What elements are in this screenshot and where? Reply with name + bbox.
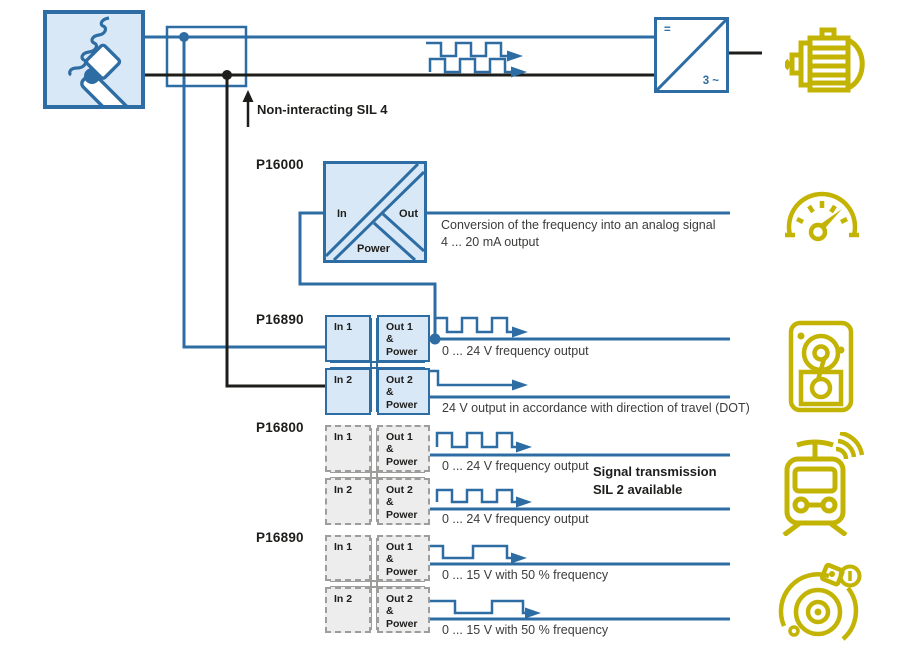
m1-out2-step-wave	[430, 369, 512, 387]
p16000-description: Conversion of the frequency into an anal…	[441, 218, 716, 249]
m3-out1-wave	[430, 544, 511, 560]
m2-out2-wave	[435, 488, 516, 504]
module-bus-vertical	[370, 428, 378, 522]
converter-diagonal	[657, 20, 726, 90]
electric-motor-icon	[785, 27, 865, 93]
cell-in2: In 2	[325, 587, 371, 633]
coiled-cable	[68, 16, 110, 77]
speedometer-icon	[785, 191, 859, 242]
module-bus-vertical	[370, 318, 378, 412]
non-interacting-label: Non-interacting SIL 4	[257, 102, 388, 117]
module-bus-vertical	[370, 538, 378, 630]
cell-out1: Out 1 & Power	[377, 535, 430, 581]
cell-out2: Out 2 & Power	[377, 478, 430, 525]
sil2-note: Signal transmission SIL 2 available	[593, 464, 717, 497]
top-wave-2	[428, 57, 511, 74]
arrow-head	[511, 66, 527, 78]
converter-ac-label: 3 ~	[702, 75, 719, 87]
cell-in1: In 1	[325, 535, 371, 581]
module-p16800-option: In 1 Out 1 & Power In 2 Out 2 & Power	[325, 425, 430, 525]
cell-in2: In 2	[325, 368, 371, 415]
cell-in1: In 1	[325, 315, 371, 362]
module2-out1-text: 0 ... 24 V frequency output	[442, 459, 589, 473]
p16000-module: In Out Power	[323, 161, 427, 263]
up-arrow-head	[242, 90, 254, 102]
m3-out2-wave	[430, 599, 525, 615]
module2-out2-text: 0 ... 24 V frequency output	[442, 512, 589, 526]
module-p16890-active: In 1 Out 1 & Power In 2 Out 2 & Power	[325, 315, 430, 415]
junction-frame	[165, 25, 248, 88]
speed-sensor-icon	[68, 16, 132, 105]
p16000-label: P16000	[256, 157, 304, 172]
module1-out1-text: 0 ... 24 V frequency output	[442, 344, 589, 358]
converter-dc-label: =	[664, 24, 671, 36]
module1-out2-text: 24 V output in accordance with direction…	[442, 401, 750, 415]
arrow-head	[512, 379, 528, 391]
blue-junction-dot	[179, 32, 189, 42]
m2-out1-wave	[435, 431, 516, 449]
p16000-power-label: Power	[357, 243, 391, 255]
blue-signal-wires	[143, 25, 730, 621]
waveform-symbols	[426, 41, 525, 615]
elevator-hoist-icon	[788, 320, 854, 413]
black-drop-to-in2	[225, 75, 325, 388]
p16000-in-label: In	[337, 208, 347, 220]
top-wave-1	[426, 41, 507, 58]
p16000-diagonals	[326, 164, 424, 260]
train-wireless-icon	[782, 432, 865, 536]
arrow-head	[516, 441, 532, 453]
arrow-head	[525, 607, 541, 619]
sensor-head	[84, 43, 122, 80]
p16000-out-label: Out	[399, 208, 418, 220]
arrow-head	[512, 326, 528, 338]
cell-out2: Out 2 & Power	[377, 587, 430, 633]
out1-tap-dot	[429, 333, 441, 345]
cell-in2: In 2	[325, 478, 371, 525]
arrow-head	[511, 552, 527, 564]
cell-out2: Out 2 & Power	[377, 368, 430, 415]
module3-out2-text: 0 ... 15 V with 50 % frequency	[442, 623, 609, 637]
module2-label: P16800	[256, 420, 304, 435]
arrow-head	[516, 496, 532, 508]
speed-sensor-box	[43, 10, 145, 109]
disc-brake-warning-icon	[778, 562, 862, 641]
module3-out1-text: 0 ... 15 V with 50 % frequency	[442, 568, 609, 582]
cell-in1: In 1	[325, 425, 371, 472]
blue-drop-to-in1	[182, 37, 325, 349]
waveform-arrowheads	[507, 50, 541, 619]
m1-out1-wave	[435, 316, 512, 334]
black-junction-dot	[222, 70, 232, 80]
cell-out1: Out 1 & Power	[377, 425, 430, 472]
module3-label: P16890	[256, 530, 304, 545]
arrow-head	[507, 50, 523, 62]
p16000-input-loop	[298, 211, 437, 339]
frequency-converter-box: = 3 ~	[654, 17, 729, 93]
cell-out1: Out 1 & Power	[377, 315, 430, 362]
module-p16890-option: In 1 Out 1 & Power In 2 Out 2 & Power	[325, 535, 430, 633]
module1-label: P16890	[256, 312, 304, 327]
